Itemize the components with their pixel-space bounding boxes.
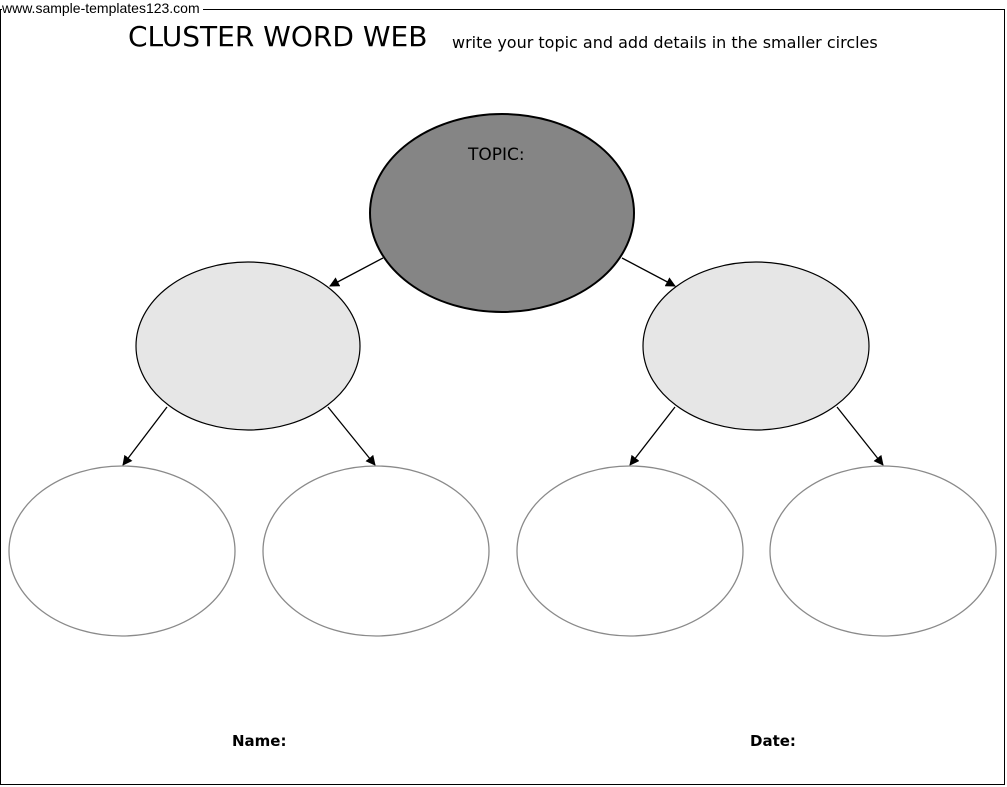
watermark-url: www.sample-templates123.com	[2, 0, 203, 16]
topic-ellipse[interactable]	[369, 113, 635, 313]
arrow-left-subtopic-to-detail-1	[122, 406, 168, 466]
arrow-topic-to-left-subtopic	[329, 257, 384, 287]
subtopic-ellipse-left[interactable]	[135, 261, 361, 431]
arrow-left-subtopic-to-detail-2	[327, 406, 376, 466]
subtopic-ellipse-right[interactable]	[642, 261, 870, 431]
date-label: Date:	[750, 732, 796, 750]
arrow-right-subtopic-to-detail-4	[836, 406, 884, 466]
detail-ellipse-4[interactable]	[769, 465, 997, 637]
name-label: Name:	[232, 732, 287, 750]
detail-ellipse-1[interactable]	[8, 465, 236, 637]
page-title: CLUSTER WORD WEB	[128, 20, 428, 53]
detail-ellipse-3[interactable]	[516, 465, 744, 637]
arrow-right-subtopic-to-detail-3	[629, 406, 676, 466]
page-border	[0, 9, 1005, 785]
arrow-topic-to-right-subtopic	[621, 257, 676, 287]
detail-ellipse-2[interactable]	[262, 465, 490, 637]
page-instructions: write your topic and add details in the …	[452, 33, 878, 52]
topic-label: TOPIC:	[468, 145, 525, 165]
